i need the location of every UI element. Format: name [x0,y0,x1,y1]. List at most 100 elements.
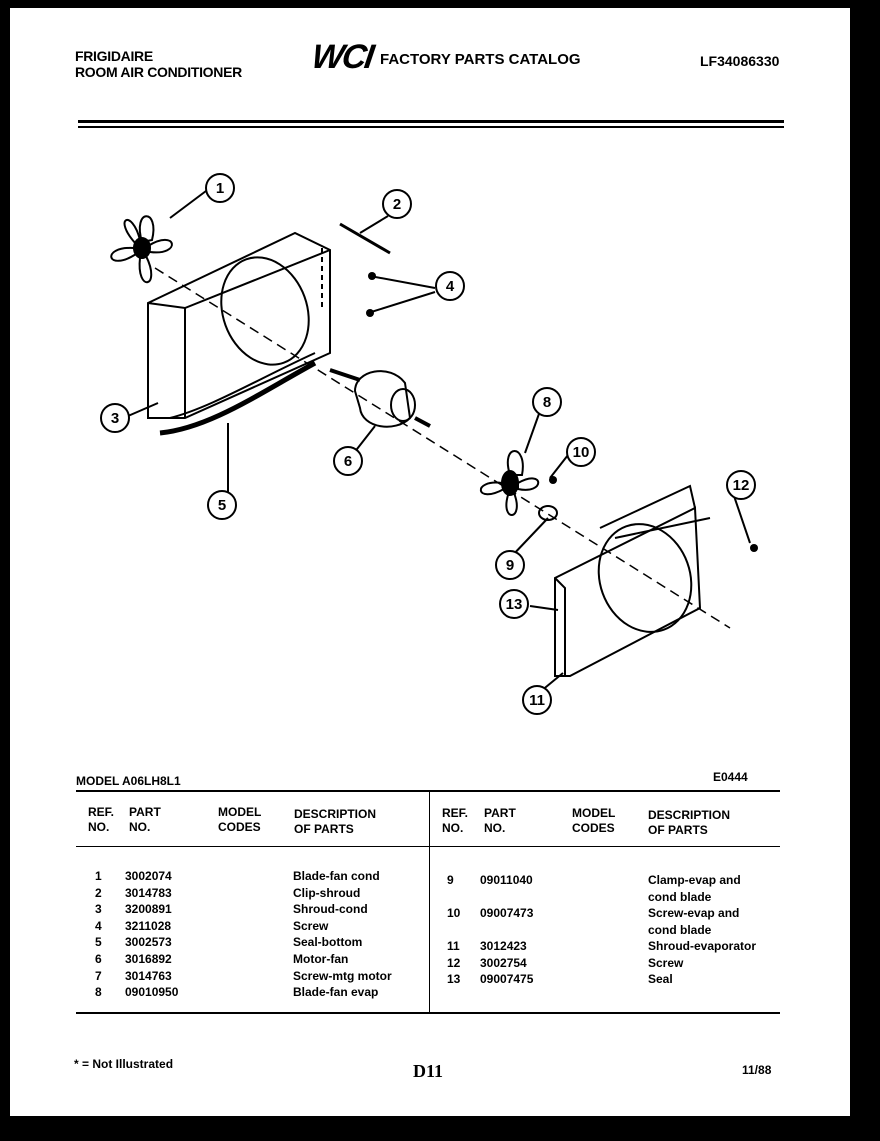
parts-row-left-part: 3014783 [125,885,172,900]
not-illustrated-note: * = Not Illustrated [74,1057,174,1071]
table-divider [429,792,430,1012]
parts-row-left-part: 3002573 [125,935,172,950]
parts-row-right-ref: 11 [447,939,460,953]
parts-row-right-desc: Screw-evap and [648,906,740,920]
parts-row-left-desc: Blade-fan cond [293,869,380,883]
condenser-shroud-drawing [147,231,331,419]
parts-row-left-desc: Shroud-cond [293,902,368,917]
callout-number: 1 [216,180,224,197]
callout-circle [495,550,525,580]
callout-circle [382,189,412,219]
parts-row-left-part: 3002074 [125,869,172,883]
callout-number: 3 [111,410,119,427]
clamp-mark [538,505,558,521]
parts-row-left-ref: 6 [95,952,102,966]
page-code: D11 [413,1061,444,1081]
parts-row-left-part: 3016892 [125,952,172,966]
callout-number: 12 [733,477,750,494]
callout-circle [100,403,130,433]
parts-row-left-ref: 3 [95,902,102,917]
parts-row-right-desc: Screw [648,956,684,970]
parts-row-left-desc: Seal-bottom [293,935,363,950]
screw-mark [368,272,376,280]
table-top-rule [76,790,780,792]
header-ref-right: REF.NO. [442,806,469,835]
evaporator-fan-blade-drawing [479,450,540,516]
callout-circle [566,437,596,467]
fan-motor-drawing [329,368,431,428]
parts-row-right-part: 09011040 [480,873,533,887]
diagram-code: E0444 [713,770,748,784]
parts-row-left-desc: Blade-fan evap [293,985,379,1000]
callout-number: 9 [506,557,514,574]
callout-number: 10 [573,444,590,461]
parts-row-left-ref: 7 [95,968,102,983]
table-bottom-rule [76,1012,780,1014]
parts-row-right-ref: 13 [447,972,461,986]
parts-row-right-desc: Seal [648,972,673,986]
brand-name: FRIGIDAIRE [75,48,153,64]
table-header-rule [76,846,430,847]
parts-row-right-ref: 9 [447,873,454,887]
screw-mark [549,476,557,484]
parts-row-left-desc: Screw [293,918,329,933]
model-line: MODEL A06LH8L1 [76,774,181,788]
screw-mark [750,544,758,552]
parts-row-right-part: 09007475 [480,972,534,986]
callout-number: 4 [446,278,455,295]
bottom-seal-drawing [159,360,317,436]
callout-number: 11 [529,692,545,709]
product-name: ROOM AIR CONDITIONER [75,64,242,80]
parts-row-left-part: 3211028 [125,918,172,933]
parts-row-right-ref: 10 [447,906,461,920]
parts-row-right-part: 3002754 [480,956,527,970]
parts-row-left-desc: Screw-mtg motor [293,968,392,983]
header-ref: REF.NO. [88,805,115,834]
parts-row-left-part: 3200891 [125,902,172,917]
callout-circle [522,685,552,715]
parts-row-left-ref: 5 [95,935,102,950]
callout-number: 13 [506,596,523,613]
callout-number: 8 [543,394,551,411]
callout-circle [499,589,529,619]
table-header-rule [430,846,780,847]
parts-row-left-desc: Clip-shroud [293,885,361,900]
parts-row-left-ref: 2 [95,885,102,900]
callout-circle [532,387,562,417]
parts-row-left-ref: 4 [95,918,102,933]
callout-circle [207,490,237,520]
evaporator-shroud-drawing [554,484,711,677]
screw-mark [366,309,374,317]
callout-circle [333,446,363,476]
catalog-title: FACTORY PARTS CATALOG [380,51,581,68]
parts-row-left-ref: 8 [95,985,102,1000]
parts-row-right-desc: Clamp-evap and [648,873,741,887]
doc-number: LF34086330 [700,53,780,69]
parts-row-right-ref: 12 [447,956,461,970]
parts-row-right-desc: Shroud-evaporator [648,939,757,953]
brand-block: FRIGIDAIRE ROOM AIR CONDITIONER [75,48,242,80]
callout-circle [205,173,235,203]
callout-number: 6 [344,453,352,470]
header-rule-thin [78,126,784,128]
parts-row-left-part: 3014763 [125,968,172,983]
callout-number: 2 [393,196,401,213]
shroud-clip-drawing [339,222,391,255]
parts-row-left-desc: Motor-fan [293,952,349,966]
condenser-fan-blade-drawing [110,215,173,284]
parts-row-right-part: 09007473 [480,906,534,920]
header-rule [78,120,784,123]
catalog-date: 11/88 [742,1063,772,1077]
parts-row-left-ref: 1 [95,869,102,883]
parts-row-right-desc-cont: cond blade [648,922,712,937]
callout-circle [726,470,756,500]
parts-row-right-desc-cont: cond blade [648,889,712,904]
